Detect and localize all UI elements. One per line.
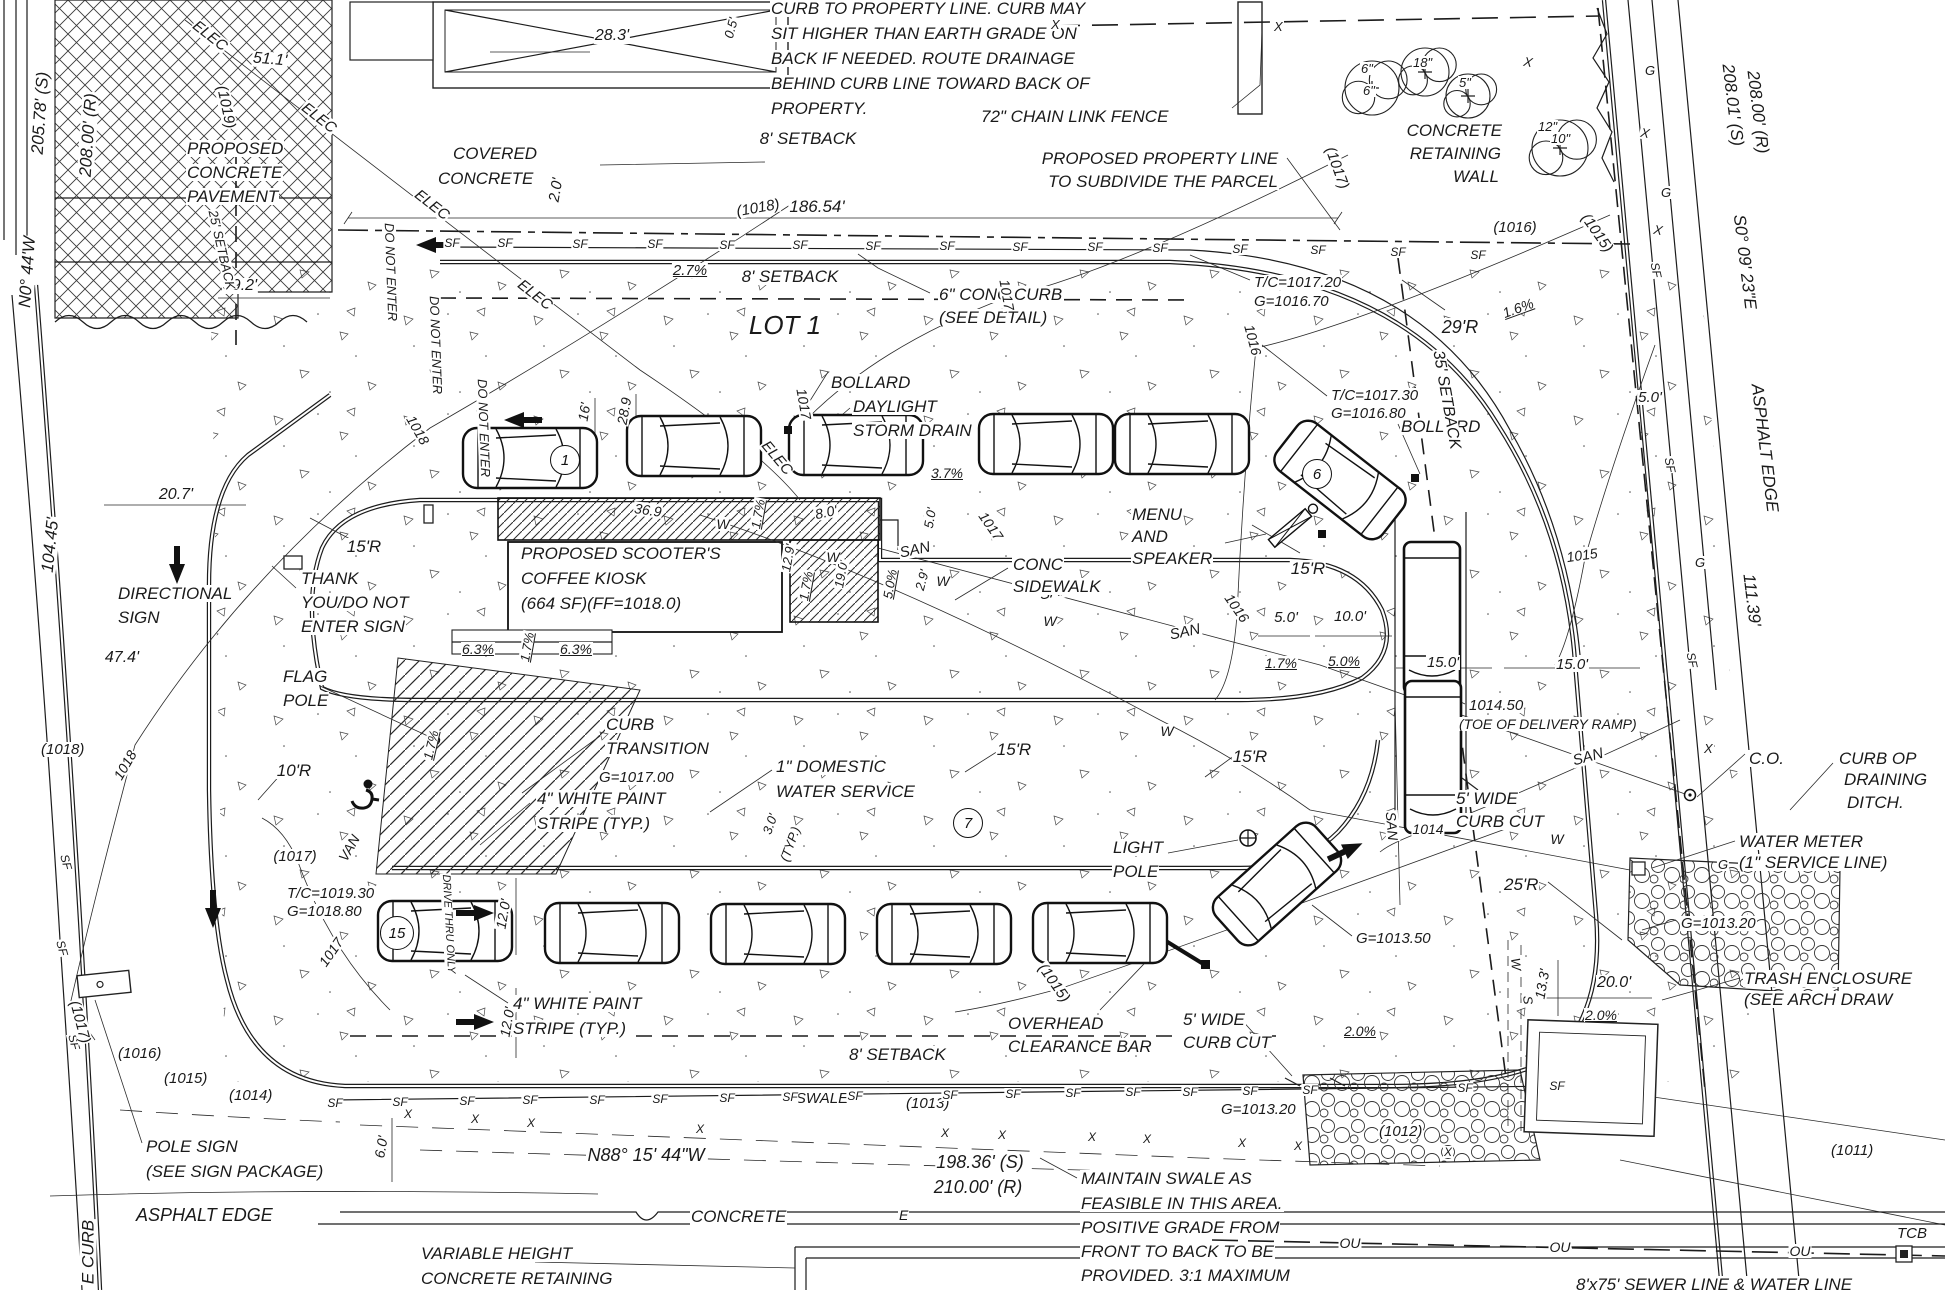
curb-inner-line [35,284,101,1290]
car-symbol [709,902,847,966]
truck-symbol [1402,540,1462,696]
leader-lines [94,29,1834,1269]
car-symbol [376,899,514,963]
contour-lines [69,154,1681,1041]
car-symbol [875,902,1013,966]
menu-board-symbol [1267,503,1319,549]
curb-inner-line [1603,0,1723,1290]
traffic-arrow-icon [169,546,185,584]
bollard-symbol [784,426,792,434]
handicap-symbol [350,779,380,810]
bollard-symbol [1411,474,1419,482]
car-symbol [1031,901,1169,965]
bottom-concrete-strip [49,1191,1945,1290]
tree-symbol [1443,73,1498,119]
swale-lines [119,1094,1945,1257]
retaining-wall-stub [1237,1,1263,115]
car-symbol [787,413,925,477]
thank-you-sign-symbol [283,555,303,570]
traffic-arrow-icon [416,237,454,253]
riprap-bottom [1302,1069,1541,1166]
trash-enclosure-pad [1523,1019,1659,1138]
tcb-symbol [1895,1245,1913,1263]
covered-concrete [349,1,789,89]
water-meter-symbol [1631,861,1646,876]
car-symbol [461,426,599,490]
boundary-lines [235,7,1706,1101]
bollard-symbol [1318,530,1326,538]
do-not-enter-sign-symbol [423,504,434,524]
car-symbol [625,414,763,478]
curb-inner-line [311,499,1388,701]
tree-symbol [1528,119,1597,177]
tree-symbol [1341,60,1408,116]
pole-sign-symbol [76,969,132,999]
site-symbols [76,503,1913,1263]
flag-pole-symbol [429,734,441,746]
car-symbol [977,412,1115,476]
car-symbol [1113,412,1251,476]
proposed-concrete-pavement-hatch [54,0,333,319]
curb-cut-ticks [1284,777,1479,1087]
car-symbol [543,901,681,965]
light-pole-symbol [1239,829,1257,847]
wavy-edge [54,314,308,330]
truck-symbol [1403,679,1463,835]
